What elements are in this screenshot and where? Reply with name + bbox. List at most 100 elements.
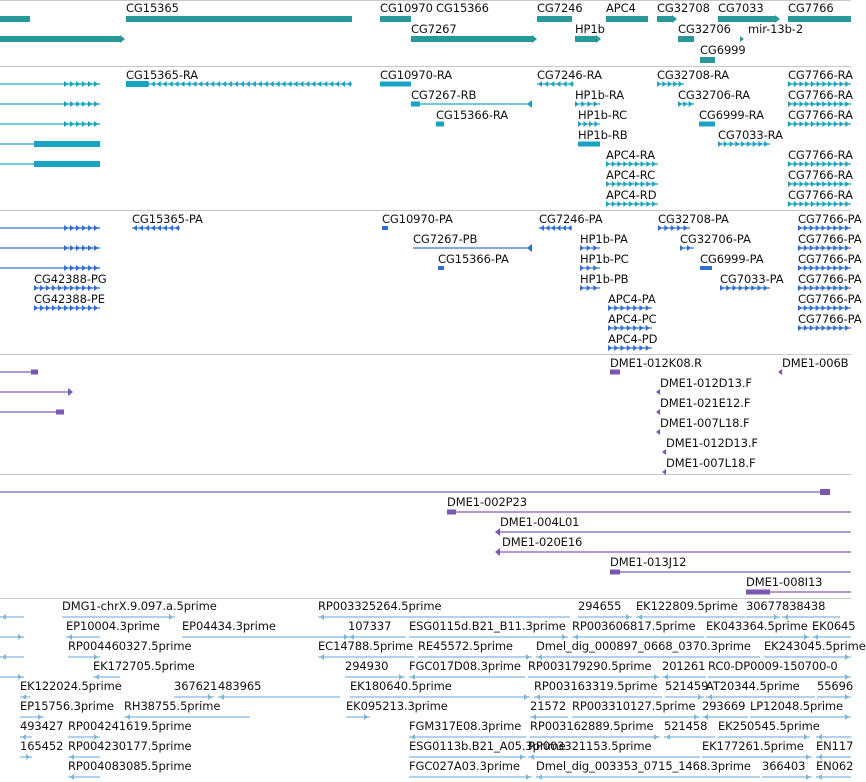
feature-arrow[interactable] (775, 15, 780, 23)
feature-arrow[interactable] (799, 201, 804, 207)
feature-block[interactable] (0, 16, 30, 22)
feature-intron[interactable] (409, 736, 526, 738)
feature-arrow[interactable] (617, 161, 622, 167)
feature-arrow[interactable] (803, 285, 808, 291)
feature-intron[interactable] (182, 636, 350, 638)
feature-intron[interactable] (0, 491, 830, 493)
feature-arrow[interactable] (815, 285, 820, 291)
feature-arrow[interactable] (581, 101, 586, 107)
feature-arrow[interactable] (617, 181, 622, 187)
feature-arrow[interactable] (815, 305, 820, 311)
feature-arrow[interactable] (562, 634, 566, 640)
feature-arrow[interactable] (133, 225, 137, 231)
feature-arrow[interactable] (596, 35, 601, 43)
feature-arrow[interactable] (806, 754, 810, 760)
feature-block[interactable] (700, 57, 715, 63)
feature-arrow[interactable] (816, 101, 821, 107)
feature-intron[interactable] (536, 656, 760, 658)
feature-arrow[interactable] (803, 265, 808, 271)
feature-arrow[interactable] (763, 285, 768, 291)
feature-arrow[interactable] (251, 81, 256, 87)
feature-arrow[interactable] (82, 265, 86, 271)
feature-arrow[interactable] (804, 634, 808, 640)
feature-arrow[interactable] (803, 325, 808, 331)
feature-intron[interactable] (636, 616, 745, 618)
feature-arrow[interactable] (774, 614, 778, 620)
feature-intron[interactable] (318, 656, 414, 658)
feature-arrow[interactable] (545, 225, 550, 231)
feature-arrow[interactable] (798, 225, 802, 231)
feature-arrow[interactable] (827, 285, 832, 291)
feature-arrow[interactable] (94, 265, 98, 271)
feature-arrow[interactable] (845, 121, 850, 127)
feature-arrow[interactable] (52, 285, 56, 291)
feature-arrow[interactable] (645, 325, 650, 331)
feature-intron[interactable] (812, 636, 851, 638)
feature-block[interactable] (578, 141, 600, 147)
feature-arrow[interactable] (833, 285, 838, 291)
feature-arrow[interactable] (810, 101, 815, 107)
feature-arrow[interactable] (126, 714, 130, 720)
feature-intron[interactable] (762, 776, 812, 778)
feature-intron[interactable] (174, 696, 214, 698)
feature-arrow[interactable] (729, 141, 734, 147)
feature-arrow[interactable] (46, 305, 50, 311)
feature-arrow[interactable] (639, 345, 644, 351)
feature-arrow[interactable] (94, 654, 98, 660)
feature-arrow[interactable] (76, 245, 80, 251)
feature-intron[interactable] (610, 571, 851, 573)
feature-arrow[interactable] (524, 694, 528, 700)
feature-arrow[interactable] (798, 285, 802, 291)
feature-arrow[interactable] (180, 81, 185, 87)
feature-arrow[interactable] (586, 285, 591, 291)
feature-arrow[interactable] (845, 694, 849, 700)
feature-intron[interactable] (537, 83, 574, 85)
feature-intron[interactable] (0, 227, 100, 229)
feature-arrow[interactable] (64, 305, 68, 311)
feature-arrow[interactable] (526, 654, 530, 660)
feature-arrow[interactable] (64, 285, 68, 291)
feature-arrow[interactable] (538, 81, 542, 87)
feature-arrow[interactable] (586, 265, 591, 271)
feature-arrow[interactable] (411, 734, 415, 740)
feature-arrow[interactable] (839, 181, 844, 187)
feature-arrow[interactable] (536, 694, 540, 700)
feature-arrow[interactable] (839, 121, 844, 127)
feature-arrow[interactable] (816, 201, 821, 207)
feature-arrow[interactable] (611, 181, 616, 187)
feature-arrow[interactable] (58, 305, 62, 311)
feature-arrow[interactable] (411, 674, 415, 680)
feature-block[interactable] (657, 16, 672, 22)
feature-arrow[interactable] (341, 81, 346, 87)
feature-arrow[interactable] (827, 245, 832, 251)
feature-arrow[interactable] (788, 81, 792, 87)
feature-arrow[interactable] (815, 225, 820, 231)
feature-intron[interactable] (750, 716, 851, 718)
feature-intron[interactable] (0, 371, 38, 373)
feature-arrow[interactable] (793, 181, 798, 187)
feature-arrow[interactable] (845, 654, 849, 660)
feature-intron[interactable] (0, 103, 100, 105)
feature-arrow[interactable] (329, 81, 334, 87)
feature-arrow[interactable] (799, 101, 804, 107)
feature-arrow[interactable] (845, 201, 850, 207)
feature-block[interactable] (34, 161, 100, 167)
feature-arrow[interactable] (568, 81, 573, 87)
feature-block[interactable] (438, 266, 444, 270)
feature-arrow[interactable] (208, 694, 212, 700)
feature-intron[interactable] (816, 736, 851, 738)
feature-arrow[interactable] (845, 81, 850, 87)
feature-arrow[interactable] (839, 161, 844, 167)
feature-arrow[interactable] (527, 244, 532, 252)
feature-arrow[interactable] (694, 714, 698, 720)
feature-arrow[interactable] (798, 305, 802, 311)
feature-arrow[interactable] (88, 265, 92, 271)
feature-arrow[interactable] (662, 469, 666, 475)
feature-arrow[interactable] (614, 305, 619, 311)
feature-arrow[interactable] (94, 225, 98, 231)
feature-arrow[interactable] (634, 201, 639, 207)
feature-arrow[interactable] (614, 345, 619, 351)
feature-intron[interactable] (350, 696, 530, 698)
feature-arrow[interactable] (580, 265, 584, 271)
feature-arrow[interactable] (68, 634, 72, 640)
